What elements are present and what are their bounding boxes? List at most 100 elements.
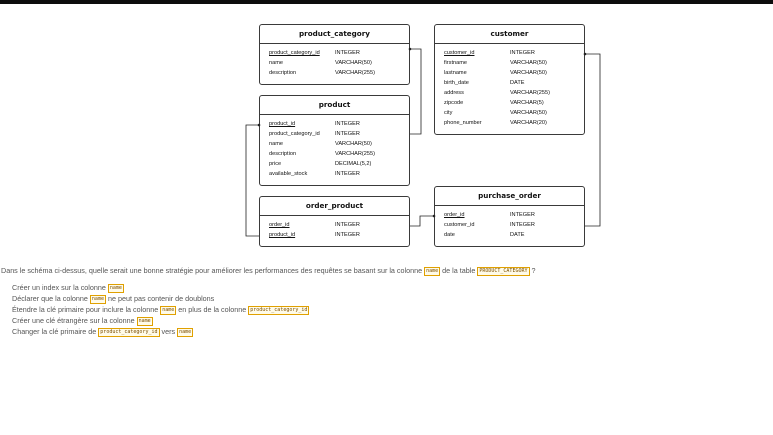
option-text: Déclarer que la colonne bbox=[12, 294, 90, 303]
option-code: product_category_id bbox=[248, 306, 310, 315]
column-row: order_id INTEGER bbox=[435, 210, 584, 220]
column-name: available_stock bbox=[269, 171, 308, 177]
column-name: city bbox=[444, 110, 453, 116]
column-type: INTEGER bbox=[335, 222, 360, 228]
column-type: INTEGER bbox=[335, 50, 360, 56]
column-row: city VARCHAR(50) bbox=[435, 108, 584, 118]
table-product-category: product_category product_category_id INTE… bbox=[259, 24, 410, 85]
column-type: INTEGER bbox=[335, 232, 360, 238]
column-row: lastname VARCHAR(50) bbox=[435, 68, 584, 78]
column-type: INTEGER bbox=[335, 131, 360, 137]
column-type: VARCHAR(255) bbox=[510, 90, 550, 96]
question-text: Dans le schéma ci-dessus, quelle serait … bbox=[1, 266, 773, 276]
question-code-table: PRODUCT_CATEGORY bbox=[477, 267, 530, 276]
fk-link-order-product-order bbox=[410, 215, 434, 227]
table-title: customer bbox=[435, 25, 584, 44]
column-row: customer_id INTEGER bbox=[435, 220, 584, 230]
column-type: VARCHAR(5) bbox=[510, 100, 544, 106]
column-row: birth_date DATE bbox=[435, 78, 584, 88]
column-name-key: customer_id bbox=[444, 50, 475, 56]
table-title: product_category bbox=[260, 25, 409, 44]
column-type: VARCHAR(20) bbox=[510, 120, 547, 126]
column-row: description VARCHAR(255) bbox=[260, 149, 409, 159]
option-text: vers bbox=[159, 327, 178, 336]
table-title: product bbox=[260, 96, 409, 115]
column-row: product_id INTEGER bbox=[260, 230, 409, 240]
column-type: VARCHAR(255) bbox=[335, 151, 375, 157]
fk-link-product-category bbox=[410, 48, 422, 135]
fk-link-end-dot bbox=[257, 123, 261, 127]
column-name: name bbox=[269, 60, 283, 66]
option-code: name bbox=[89, 295, 106, 304]
column-name: name bbox=[269, 141, 283, 147]
option-code: name bbox=[160, 306, 177, 315]
column-type: VARCHAR(255) bbox=[335, 70, 375, 76]
fk-link-end-dot bbox=[583, 52, 587, 56]
column-type: VARCHAR(50) bbox=[510, 60, 547, 66]
column-type: INTEGER bbox=[335, 121, 360, 127]
column-name: date bbox=[444, 232, 455, 238]
column-name: description bbox=[269, 151, 297, 157]
column-type: VARCHAR(50) bbox=[510, 110, 547, 116]
option-text: en plus de la colonne bbox=[176, 305, 249, 314]
column-type: DATE bbox=[510, 80, 525, 86]
option-text: ne peut pas contenir de doublons bbox=[105, 294, 215, 303]
option-text: Créer une clé étrangère sur la colonne bbox=[12, 316, 137, 325]
table-title: order_product bbox=[260, 197, 409, 216]
column-name-key: product_category_id bbox=[269, 50, 320, 56]
column-name: price bbox=[269, 161, 282, 167]
column-name: birth_date bbox=[444, 80, 469, 86]
column-row: customer_id INTEGER bbox=[435, 48, 584, 58]
column-row: phone_number VARCHAR(20) bbox=[435, 118, 584, 128]
answer-option[interactable]: Changer la clé primaire de product_categ… bbox=[12, 326, 309, 337]
column-type: VARCHAR(50) bbox=[335, 141, 372, 147]
column-name: zipcode bbox=[444, 100, 464, 106]
fk-link-order-product-product bbox=[245, 124, 259, 237]
option-text: Étendre la clé primaire pour inclure la … bbox=[12, 305, 161, 314]
answer-option[interactable]: Créer un index sur la colonne name bbox=[12, 282, 309, 293]
question-code-name: name bbox=[424, 267, 441, 276]
column-name-key: order_id bbox=[444, 212, 465, 218]
column-type: INTEGER bbox=[510, 212, 535, 218]
column-name-key: order_id bbox=[269, 222, 290, 228]
column-row: date DATE bbox=[435, 230, 584, 240]
column-name-key: product_id bbox=[269, 232, 296, 238]
relationship-lines bbox=[245, 47, 601, 237]
column-type: INTEGER bbox=[510, 50, 535, 56]
answer-option[interactable]: Étendre la clé primaire pour inclure la … bbox=[12, 304, 310, 315]
column-type: DATE bbox=[510, 232, 525, 238]
top-bar bbox=[0, 0, 773, 4]
option-code: name bbox=[107, 284, 124, 293]
option-code: name bbox=[136, 317, 153, 326]
column-name: address bbox=[444, 90, 464, 96]
column-row: available_stock INTEGER bbox=[260, 169, 409, 179]
column-type: INTEGER bbox=[335, 171, 360, 177]
option-code: name bbox=[177, 328, 194, 337]
column-type: INTEGER bbox=[510, 222, 535, 228]
column-name: lastname bbox=[444, 70, 467, 76]
column-name: phone_number bbox=[444, 120, 482, 126]
option-text: Créer un index sur la colonne bbox=[12, 283, 108, 292]
column-type: VARCHAR(50) bbox=[510, 70, 547, 76]
answer-option[interactable]: Déclarer que la colonne name ne peut pas… bbox=[12, 293, 309, 304]
column-row: name VARCHAR(50) bbox=[260, 139, 409, 149]
column-row: description VARCHAR(255) bbox=[260, 68, 409, 78]
column-row: zipcode VARCHAR(5) bbox=[435, 98, 584, 108]
fk-link-end-dot bbox=[408, 47, 412, 51]
column-row: address VARCHAR(255) bbox=[435, 88, 584, 98]
question-part2: de la table bbox=[442, 266, 476, 275]
column-name: description bbox=[269, 70, 297, 76]
column-name: customer_id bbox=[444, 222, 475, 228]
answer-option[interactable]: Créer une clé étrangère sur la colonne n… bbox=[12, 315, 309, 326]
